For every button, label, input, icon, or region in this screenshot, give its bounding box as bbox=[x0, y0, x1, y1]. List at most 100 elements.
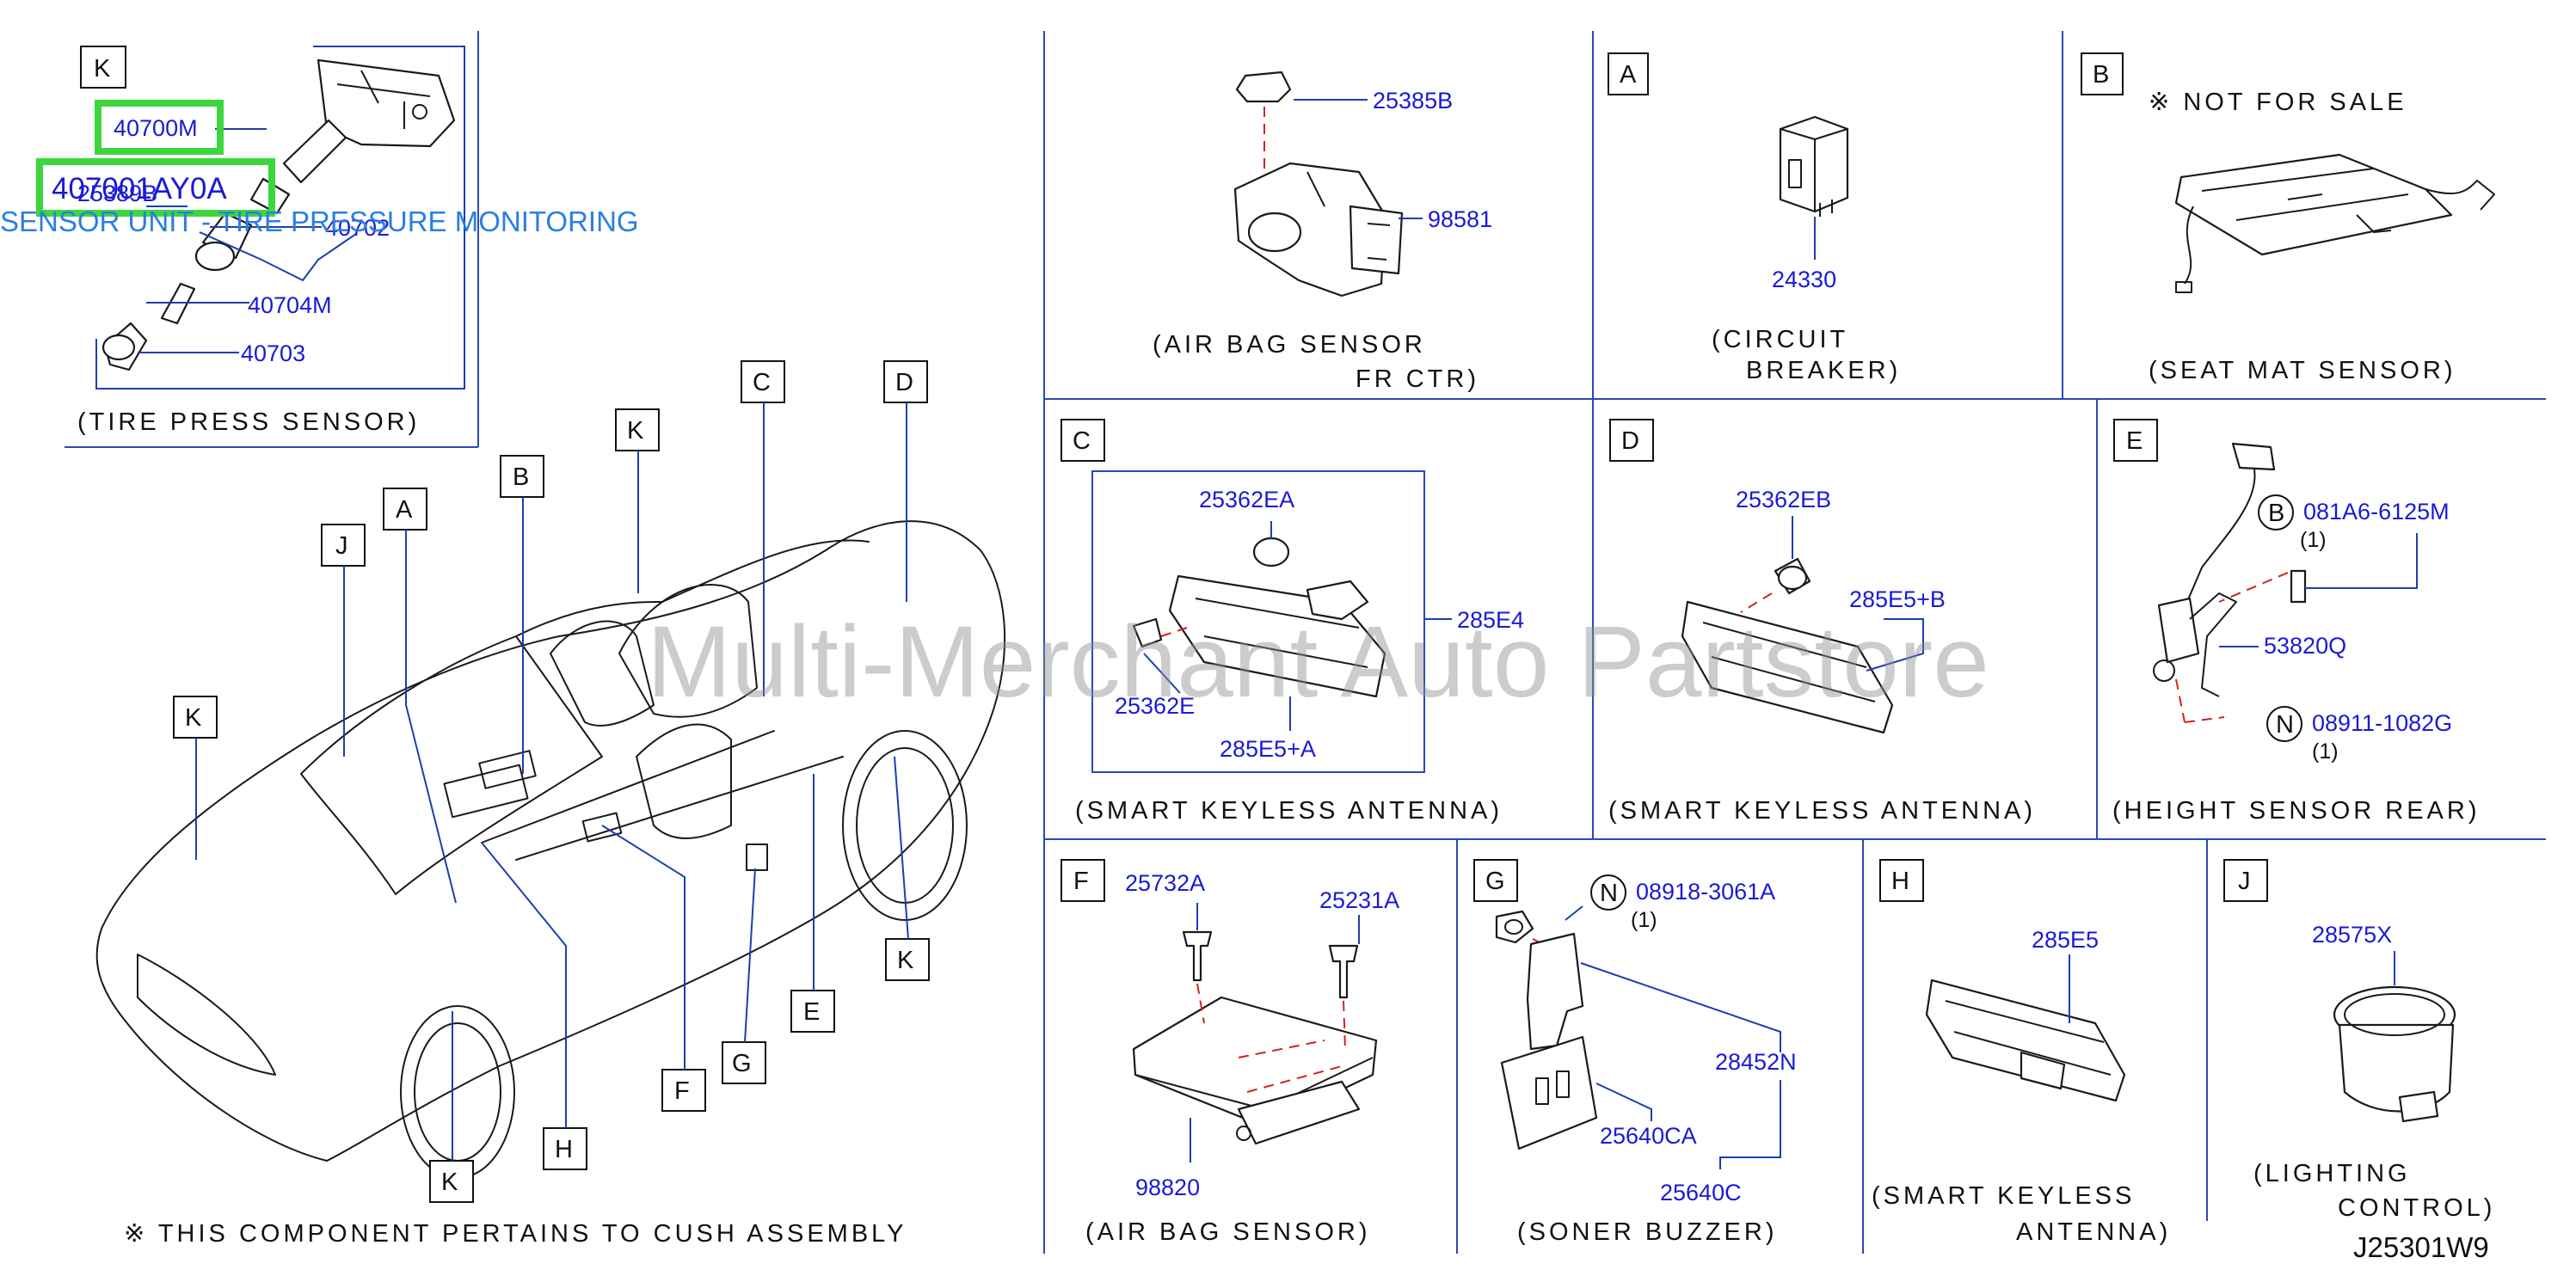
part-number-25231a[interactable]: 25231A bbox=[1319, 887, 1399, 913]
diagram-code: J25301W9 bbox=[2353, 1231, 2489, 1263]
part-number-08911-1082g[interactable]: 08911-1082G bbox=[2312, 710, 2452, 736]
panel-title-line1: (SMART KEYLESS bbox=[1872, 1182, 2135, 1210]
part-number-285e5-b[interactable]: 285E5+B bbox=[1849, 586, 1946, 612]
panel-letter-box bbox=[2081, 52, 2124, 95]
panel-title-line2: CONTROL) bbox=[2338, 1194, 2495, 1222]
panel-letter-box bbox=[2223, 859, 2268, 902]
callout-h[interactable]: H bbox=[555, 1136, 573, 1163]
panel-frame-lines bbox=[65, 31, 2546, 1254]
panel-k-tire-press-sensor: K 40700M 25389B 40702 40704M 40703 (TIRE… bbox=[0, 46, 639, 436]
panel-letter-box bbox=[1061, 419, 1105, 462]
panel-title: (SMART KEYLESS ANTENNA) bbox=[1608, 797, 2036, 825]
panel-letter-box bbox=[1609, 419, 1654, 462]
part-number-40704m[interactable]: 40704M bbox=[248, 292, 332, 318]
panel-g-soner-buzzer: G N 08918-3061A (1) 28452N 25640CA 25640… bbox=[1473, 859, 1797, 1246]
car-front-wheel bbox=[400, 1005, 515, 1179]
panel-letter: G bbox=[1485, 868, 1505, 895]
air-bag-sensor-ctr-body bbox=[1233, 162, 1386, 298]
panel-title-line1: (LIGHTING bbox=[2253, 1160, 2411, 1187]
part-number-25362eb[interactable]: 25362EB bbox=[1736, 487, 1831, 512]
quantity-08911-1082g: (1) bbox=[2312, 739, 2339, 764]
part-number-081a6-6125m[interactable]: 081A6-6125M bbox=[2303, 499, 2450, 525]
callout-b[interactable]: B bbox=[513, 463, 529, 491]
panel-title: (TIRE PRESS SENSOR) bbox=[77, 408, 420, 436]
part-number-24330[interactable]: 24330 bbox=[1772, 267, 1836, 292]
panel-c-smart-keyless-antenna: C 25362EA 285E4 25362E 285E5+A (SMART KE… bbox=[1061, 419, 1524, 825]
part-number-25640ca[interactable]: 25640CA bbox=[1600, 1123, 1697, 1149]
panel-letter: F bbox=[1073, 868, 1089, 895]
part-number-98581[interactable]: 98581 bbox=[1428, 206, 1492, 232]
bolt-25732a bbox=[1182, 930, 1213, 982]
bolt-25231a bbox=[1328, 944, 1359, 999]
car-windshield bbox=[300, 635, 603, 895]
part-number-08918-3061a[interactable]: 08918-3061A bbox=[1636, 879, 1775, 905]
circle-callout-n bbox=[2266, 706, 2302, 742]
panel-letter-box bbox=[1473, 859, 1518, 902]
panel-air-bag-sensor-fr-ctr: 25385B 98581 (AIR BAG SENSOR FR CTR) bbox=[1153, 71, 1492, 393]
callout-e[interactable]: E bbox=[803, 998, 820, 1026]
part-number-25385b[interactable]: 25385B bbox=[1373, 88, 1453, 113]
highlighted-part-number[interactable]: 407001AY0A bbox=[52, 172, 227, 206]
grommet-25362e bbox=[1132, 617, 1163, 648]
car-headlight bbox=[137, 954, 276, 1076]
panel-letter: D bbox=[1621, 427, 1639, 455]
part-number-40702[interactable]: 40702 bbox=[325, 215, 390, 241]
grommet-25362ea bbox=[1252, 537, 1290, 567]
panel-title-line1: (AIR BAG SENSOR bbox=[1153, 331, 1426, 359]
quantity-08918-3061a: (1) bbox=[1631, 908, 1657, 932]
callout-k-1[interactable]: K bbox=[627, 417, 644, 445]
panel-title-line2: BREAKER) bbox=[1746, 357, 1901, 384]
antenna-285e5 bbox=[1925, 978, 2126, 1102]
part-number-25362ea[interactable]: 25362EA bbox=[1199, 487, 1294, 512]
car-rear-wheel bbox=[842, 730, 968, 921]
panel-title-line2: ANTENNA) bbox=[2016, 1218, 2171, 1246]
panel-letter: K bbox=[94, 55, 111, 83]
tpms-valve-stem bbox=[282, 119, 347, 184]
vehicle-illustration bbox=[95, 520, 1006, 1179]
buzzer-bracket bbox=[1526, 932, 1584, 1051]
car-roofline bbox=[515, 539, 870, 637]
highlight-box-part bbox=[36, 158, 275, 217]
callout-k-3[interactable]: K bbox=[897, 947, 914, 974]
callout-g[interactable]: G bbox=[732, 1050, 752, 1077]
part-number-98820[interactable]: 98820 bbox=[1135, 1175, 1200, 1200]
part-number-25732a[interactable]: 25732A bbox=[1125, 870, 1205, 896]
callout-f[interactable]: F bbox=[674, 1077, 690, 1105]
circle-callout-b-letter: B bbox=[2268, 500, 2284, 527]
part-number-40703[interactable]: 40703 bbox=[241, 340, 305, 366]
panel-letter: A bbox=[1620, 61, 1637, 89]
callout-a[interactable]: A bbox=[396, 496, 413, 524]
callout-c[interactable]: C bbox=[753, 369, 771, 396]
callout-j[interactable]: J bbox=[335, 532, 348, 560]
circle-callout-n-letter: N bbox=[1600, 880, 1618, 907]
part-number-285e4[interactable]: 285E4 bbox=[1457, 607, 1524, 633]
part-number-40700m[interactable]: 40700M bbox=[114, 115, 198, 141]
part-number-28452n[interactable]: 28452N bbox=[1715, 1049, 1797, 1075]
panel-letter: B bbox=[2093, 61, 2109, 89]
panel-letter: H bbox=[1891, 868, 1909, 895]
callout-d[interactable]: D bbox=[895, 369, 913, 396]
part-number-28575x[interactable]: 28575X bbox=[2312, 922, 2392, 948]
panel-title-line1: (CIRCUIT bbox=[1712, 326, 1848, 353]
part-number-285e5[interactable]: 285E5 bbox=[2032, 927, 2099, 953]
part-number-25362e[interactable]: 25362E bbox=[1115, 693, 1195, 719]
panel-title: (SEAT MAT SENSOR) bbox=[2149, 357, 2456, 384]
callout-k-4[interactable]: K bbox=[441, 1169, 458, 1196]
car-body-outline bbox=[95, 520, 1006, 1162]
antenna-285e5-b bbox=[1681, 600, 1894, 734]
part-number-25640c[interactable]: 25640C bbox=[1660, 1180, 1742, 1205]
panel-letter-box bbox=[1061, 859, 1105, 902]
part-number-53820q[interactable]: 53820Q bbox=[2264, 633, 2346, 659]
panel-e-height-sensor-rear: E B 081A6-6125M (1) 53820Q N 08911-1082G… bbox=[2112, 419, 2477, 825]
height-sensor-harness bbox=[2175, 445, 2256, 629]
highlighted-part-description: SENSOR UNIT - TIRE PRESSURE MONITORING bbox=[0, 206, 639, 237]
vehicle-callouts: A B C D E F G H J K K K bbox=[173, 360, 930, 1203]
part-number-285e5-a[interactable]: 285E5+A bbox=[1220, 736, 1316, 762]
part-number-25389b[interactable]: 25389B bbox=[77, 181, 157, 206]
panel-letter-box bbox=[1879, 859, 1924, 902]
circle-callout-n bbox=[1590, 874, 1626, 911]
circle-callout-n-letter: N bbox=[2276, 711, 2294, 739]
not-for-sale-note: ※ NOT FOR SALE bbox=[2149, 89, 2407, 116]
panel-h-smart-keyless-antenna: H 285E5 (SMART KEYLESS ANTENNA) bbox=[1872, 859, 2171, 1246]
callout-k-2[interactable]: K bbox=[185, 704, 202, 732]
